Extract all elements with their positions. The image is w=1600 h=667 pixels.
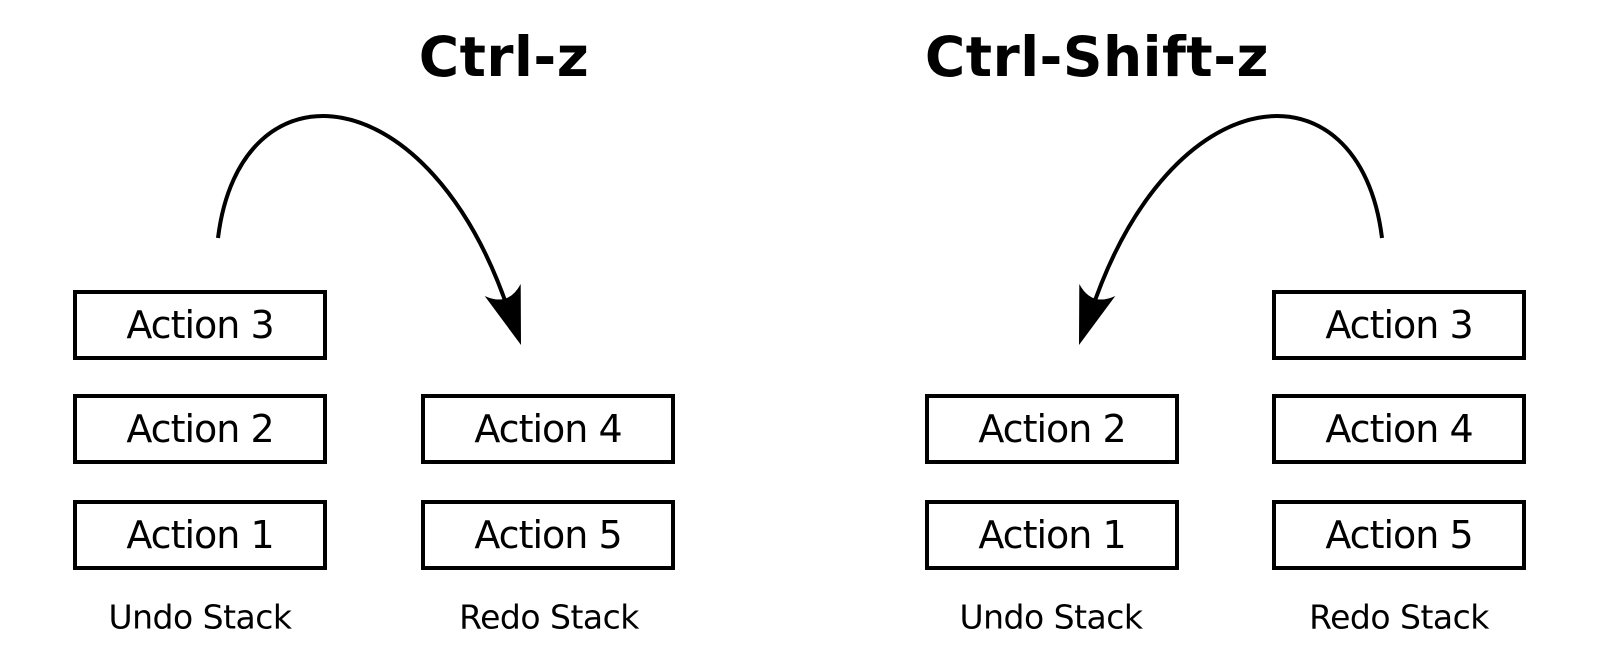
- undo-stack-label: Undo Stack: [108, 597, 292, 637]
- redo-stack-label: Redo Stack: [1309, 597, 1489, 637]
- action-box: Action 5: [421, 500, 675, 570]
- action-box: Action 3: [1272, 290, 1526, 360]
- action-box: Action 5: [1272, 500, 1526, 570]
- undo-stack-label: Undo Stack: [959, 597, 1143, 637]
- action-box: Action 4: [1272, 394, 1526, 464]
- action-box: Action 4: [421, 394, 675, 464]
- action-box: Action 1: [73, 500, 327, 570]
- action-box: Action 3: [73, 290, 327, 360]
- action-box: Action 2: [925, 394, 1179, 464]
- redo-stack-label: Redo Stack: [459, 597, 639, 637]
- action-box: Action 1: [925, 500, 1179, 570]
- ctrl-z-title: Ctrl-z: [418, 25, 590, 89]
- ctrl-shift-z-title: Ctrl-Shift-z: [924, 25, 1270, 89]
- action-box: Action 2: [73, 394, 327, 464]
